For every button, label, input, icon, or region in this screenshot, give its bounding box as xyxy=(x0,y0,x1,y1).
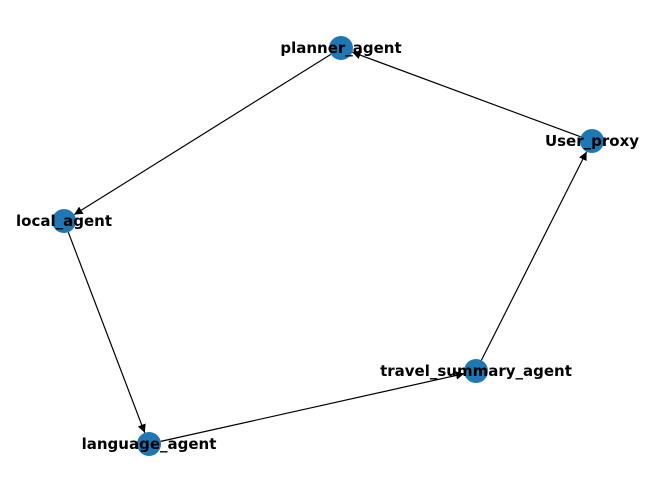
node-travel-summary-agent xyxy=(464,359,488,383)
nodes-layer xyxy=(52,36,604,456)
node-local-agent xyxy=(52,209,76,233)
label-language-agent: language_agent xyxy=(82,435,217,453)
edge-user-proxy-to-planner-agent xyxy=(352,51,581,138)
label-local-agent: local_agent xyxy=(16,212,112,230)
label-planner-agent: planner_agent xyxy=(280,39,401,57)
edges-layer xyxy=(67,51,588,442)
label-travel-summary-agent: travel_summary_agent xyxy=(380,362,572,380)
edge-local-agent-to-language-agent xyxy=(67,231,146,434)
node-planner-agent xyxy=(329,36,353,60)
label-user-proxy: User_proxy xyxy=(545,132,639,150)
edge-travel-summary-agent-to-user-proxy xyxy=(480,151,588,361)
edge-planner-agent-to-local-agent xyxy=(73,53,332,216)
node-language-agent xyxy=(137,432,161,456)
labels-layer: planner_agent User_proxy local_agent tra… xyxy=(16,39,639,453)
edge-language-agent-to-travel-summary-agent xyxy=(160,371,465,442)
node-user-proxy xyxy=(580,129,604,153)
